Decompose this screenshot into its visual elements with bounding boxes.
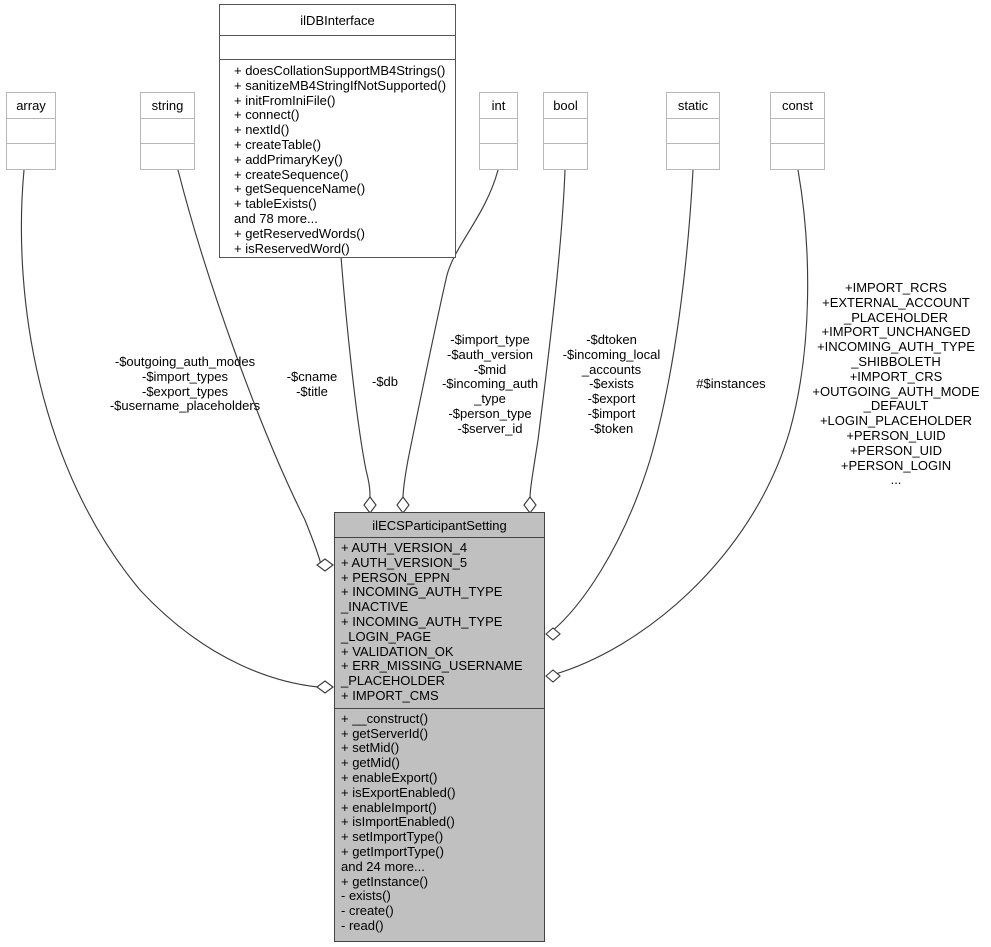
ildbinterface-operation: + createTable() (234, 136, 322, 152)
int-edge-label: -$import_type -$auth_version -$mid -$inc… (441, 332, 539, 436)
type-box-static[interactable]: static (666, 92, 720, 170)
class-attribute: + INCOMING_AUTH_TYPE (341, 584, 503, 600)
ildbinterface-operation: + getReservedWords() (234, 225, 365, 241)
ildbinterface-operation: + connect() (234, 107, 300, 123)
type-box-string[interactable]: string (140, 92, 195, 170)
class-operation: - read() (341, 917, 384, 933)
type-box-bool-attributes (544, 119, 587, 144)
class-operation: + setImportType() (341, 829, 444, 845)
ildbinterface-title: ilDBInterface (220, 5, 455, 36)
class-operation: + __construct() (341, 710, 429, 726)
class-attribute: + AUTH_VERSION_5 (341, 554, 468, 570)
type-box-static-title: static (667, 93, 719, 119)
type-box-array-operations (7, 144, 55, 169)
type-box-bool[interactable]: bool (543, 92, 588, 170)
class-attribute: + PERSON_EPPN (341, 569, 450, 585)
aggregation-diamond-int (396, 496, 410, 514)
class-operation: + getImportType() (341, 843, 444, 859)
type-box-static-attributes (667, 119, 719, 144)
class-attribute: + INCOMING_AUTH_TYPE (341, 613, 503, 629)
type-box-static-operations (667, 144, 719, 169)
array-edge-label: -$outgoing_auth_modes -$import_types -$e… (109, 354, 261, 414)
bool-edge-label: -$dtoken -$incoming_local _accounts -$ex… (562, 332, 661, 436)
aggregation-diamond-string (316, 558, 334, 572)
class-operation: + isImportEnabled() (341, 814, 455, 830)
ilecsparticipantsetting-operations: + __construct() + getServerId() + setMid… (335, 709, 544, 938)
class-operation-more: and 24 more... (341, 858, 425, 874)
class-attribute: + ERR_MISSING_USERNAME (341, 658, 523, 674)
class-attribute: + AUTH_VERSION_4 (341, 540, 468, 555)
ildbinterface-attributes (220, 36, 455, 60)
ildbinterface-operation: + nextId() (234, 122, 290, 138)
class-attribute-cont: _PLACEHOLDER (341, 673, 446, 689)
static-edge-label: #$instances (696, 376, 766, 391)
type-box-array-attributes (7, 119, 55, 144)
ildbinterface-operation: + isReservedWord() (234, 240, 350, 256)
aggregation-diamond-const (545, 669, 561, 683)
type-box-bool-operations (544, 144, 587, 169)
class-operation: - create() (341, 903, 394, 919)
class-operation: + getInstance() (341, 873, 429, 889)
ildbinterface-operation: + initFromIniFile() (234, 92, 336, 108)
ildbinterface-operation: + tableExists() (234, 196, 317, 212)
ildbinterface-operation: + doesCollationSupportMB4Strings() (234, 63, 446, 78)
class-operation: + enableImport() (341, 799, 437, 815)
class-attribute-cont: _LOGIN_PAGE (341, 628, 432, 644)
class-box-ildbinterface[interactable]: ilDBInterface + doesCollationSupportMB4S… (219, 4, 456, 258)
class-attribute: + IMPORT_CMS (341, 687, 439, 703)
type-box-int[interactable]: int (479, 92, 518, 170)
type-box-string-title: string (141, 93, 194, 119)
type-box-int-operations (480, 144, 517, 169)
ildbinterface-operation: + addPrimaryKey() (234, 151, 343, 167)
ildbinterface-operation: + getSequenceName() (234, 181, 366, 197)
type-box-string-operations (141, 144, 194, 169)
ildbinterface-operation: + createSequence() (234, 166, 349, 182)
class-attribute-cont: _INACTIVE (341, 599, 409, 615)
ildbinterface-operation: + sanitizeMB4StringIfNotSupported() (234, 77, 447, 93)
ildbinterface-operations: + doesCollationSupportMB4Strings() + san… (220, 60, 455, 261)
class-operation: + isExportEnabled() (341, 784, 456, 800)
class-operation: - exists() (341, 888, 391, 904)
string-edge-label: -$cname -$title (286, 369, 338, 399)
type-box-const-operations (771, 144, 824, 169)
class-operation: + enableExport() (341, 769, 438, 785)
type-box-int-title: int (480, 93, 517, 119)
aggregation-diamond-ildbinterface (363, 496, 377, 514)
aggregation-diamond-static (545, 627, 561, 641)
type-box-bool-title: bool (544, 93, 587, 119)
type-box-const-attributes (771, 119, 824, 144)
class-operation: + setMid() (341, 740, 400, 756)
type-box-const-title: const (771, 93, 824, 119)
type-box-const[interactable]: const (770, 92, 825, 170)
class-operation: + getMid() (341, 755, 400, 771)
type-box-array[interactable]: array (6, 92, 56, 170)
type-box-array-title: array (7, 93, 55, 119)
ilecsparticipantsetting-attributes: + AUTH_VERSION_4 + AUTH_VERSION_5 + PERS… (335, 538, 544, 709)
type-box-string-attributes (141, 119, 194, 144)
const-edge-label: +IMPORT_RCRS +EXTERNAL_ACCOUNT _PLACEHOL… (812, 280, 980, 488)
ildbinterface-operation-more: and 78 more... (234, 210, 318, 226)
class-attribute: + VALIDATION_OK (341, 643, 454, 659)
ilecsparticipantsetting-title: ilECSParticipantSetting (335, 513, 544, 538)
class-box-ilecsparticipantsetting[interactable]: ilECSParticipantSetting + AUTH_VERSION_4… (334, 512, 545, 942)
type-box-int-attributes (480, 119, 517, 144)
ildbinterface-edge-label: -$db (371, 374, 399, 389)
class-operation: + getServerId() (341, 725, 429, 741)
aggregation-diamond-array (316, 680, 334, 694)
aggregation-diamond-bool (523, 496, 537, 514)
